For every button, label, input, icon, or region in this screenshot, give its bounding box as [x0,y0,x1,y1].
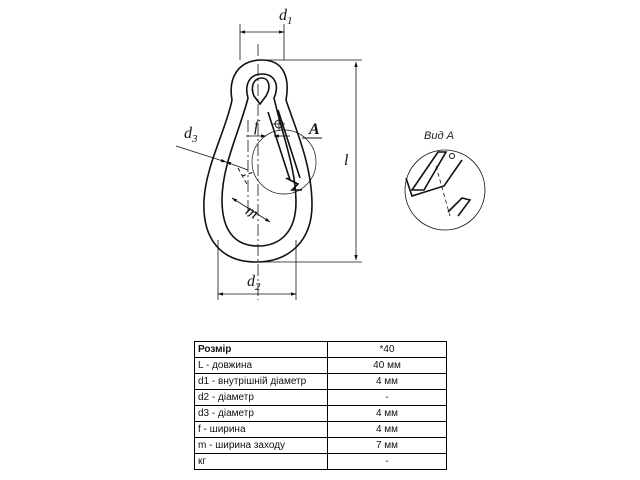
detail-pivot-dot [449,153,455,159]
value-cell: 7 мм [327,437,447,454]
label-d3: d3 [184,125,198,145]
specifications-table: Розмір *40 L - довжина 40 мм d1 - внутрі… [194,341,447,470]
label-d2: d2 [247,273,261,293]
carabiner-inner-contour [221,73,297,247]
carabiner-eye-hole [251,77,270,106]
gate-latch-notch [285,177,302,191]
label-l: l [344,152,349,169]
detail-gate-outline [410,151,448,191]
value-cell: 40 мм [327,357,447,374]
detail-latch [447,197,472,217]
carabiner-outline [203,59,313,263]
table-row: d3 - діаметр 4 мм [194,405,447,422]
table-header-row: Розмір *40 [194,341,447,358]
value-cell: 4 мм [327,405,447,422]
detail-circle [404,149,486,231]
gate-bar [267,109,301,181]
detail-body-outline [405,159,463,197]
dimension-l [256,59,362,263]
header-param-cell: Розмір [194,341,328,358]
table-row: d1 - внутрішній діаметр 4 мм [194,373,447,390]
label-d1: d1 [279,7,293,27]
section-circle-a [251,129,317,195]
param-cell: d3 - діаметр [194,405,328,422]
table-row: кг - [194,453,447,470]
param-cell: L - довжина [194,357,328,374]
value-cell: 4 мм [327,421,447,438]
view-a-title: Вид А [424,130,454,142]
dimension-d1 [239,24,285,60]
value-cell: - [327,389,447,406]
table-row: L - довжина 40 мм [194,357,447,374]
dimension-d3 [175,145,249,171]
carabiner-technical-drawing: d1 l d2 d3 f m A Вид А [175,7,486,300]
param-cell: d1 - внутрішній діаметр [194,373,328,390]
label-a-marker: A [308,121,320,138]
param-cell: m - ширина заходу [194,437,328,454]
table-row: m - ширина заходу 7 мм [194,437,447,454]
hidden-gate-line [237,167,255,187]
dimension-d2 [217,240,297,300]
param-cell: кг [194,453,328,470]
value-cell: 4 мм [327,373,447,390]
value-cell: - [327,453,447,470]
param-cell: f - ширина [194,421,328,438]
label-f: f [254,118,261,135]
table-row: d2 - діаметр - [194,389,447,406]
header-value-cell: *40 [327,341,447,358]
dimension-m [231,197,271,223]
table-row: f - ширина 4 мм [194,421,447,438]
carabiner-outer-contour [203,59,313,263]
detail-view-a [404,149,486,231]
param-cell: d2 - діаметр [194,389,328,406]
